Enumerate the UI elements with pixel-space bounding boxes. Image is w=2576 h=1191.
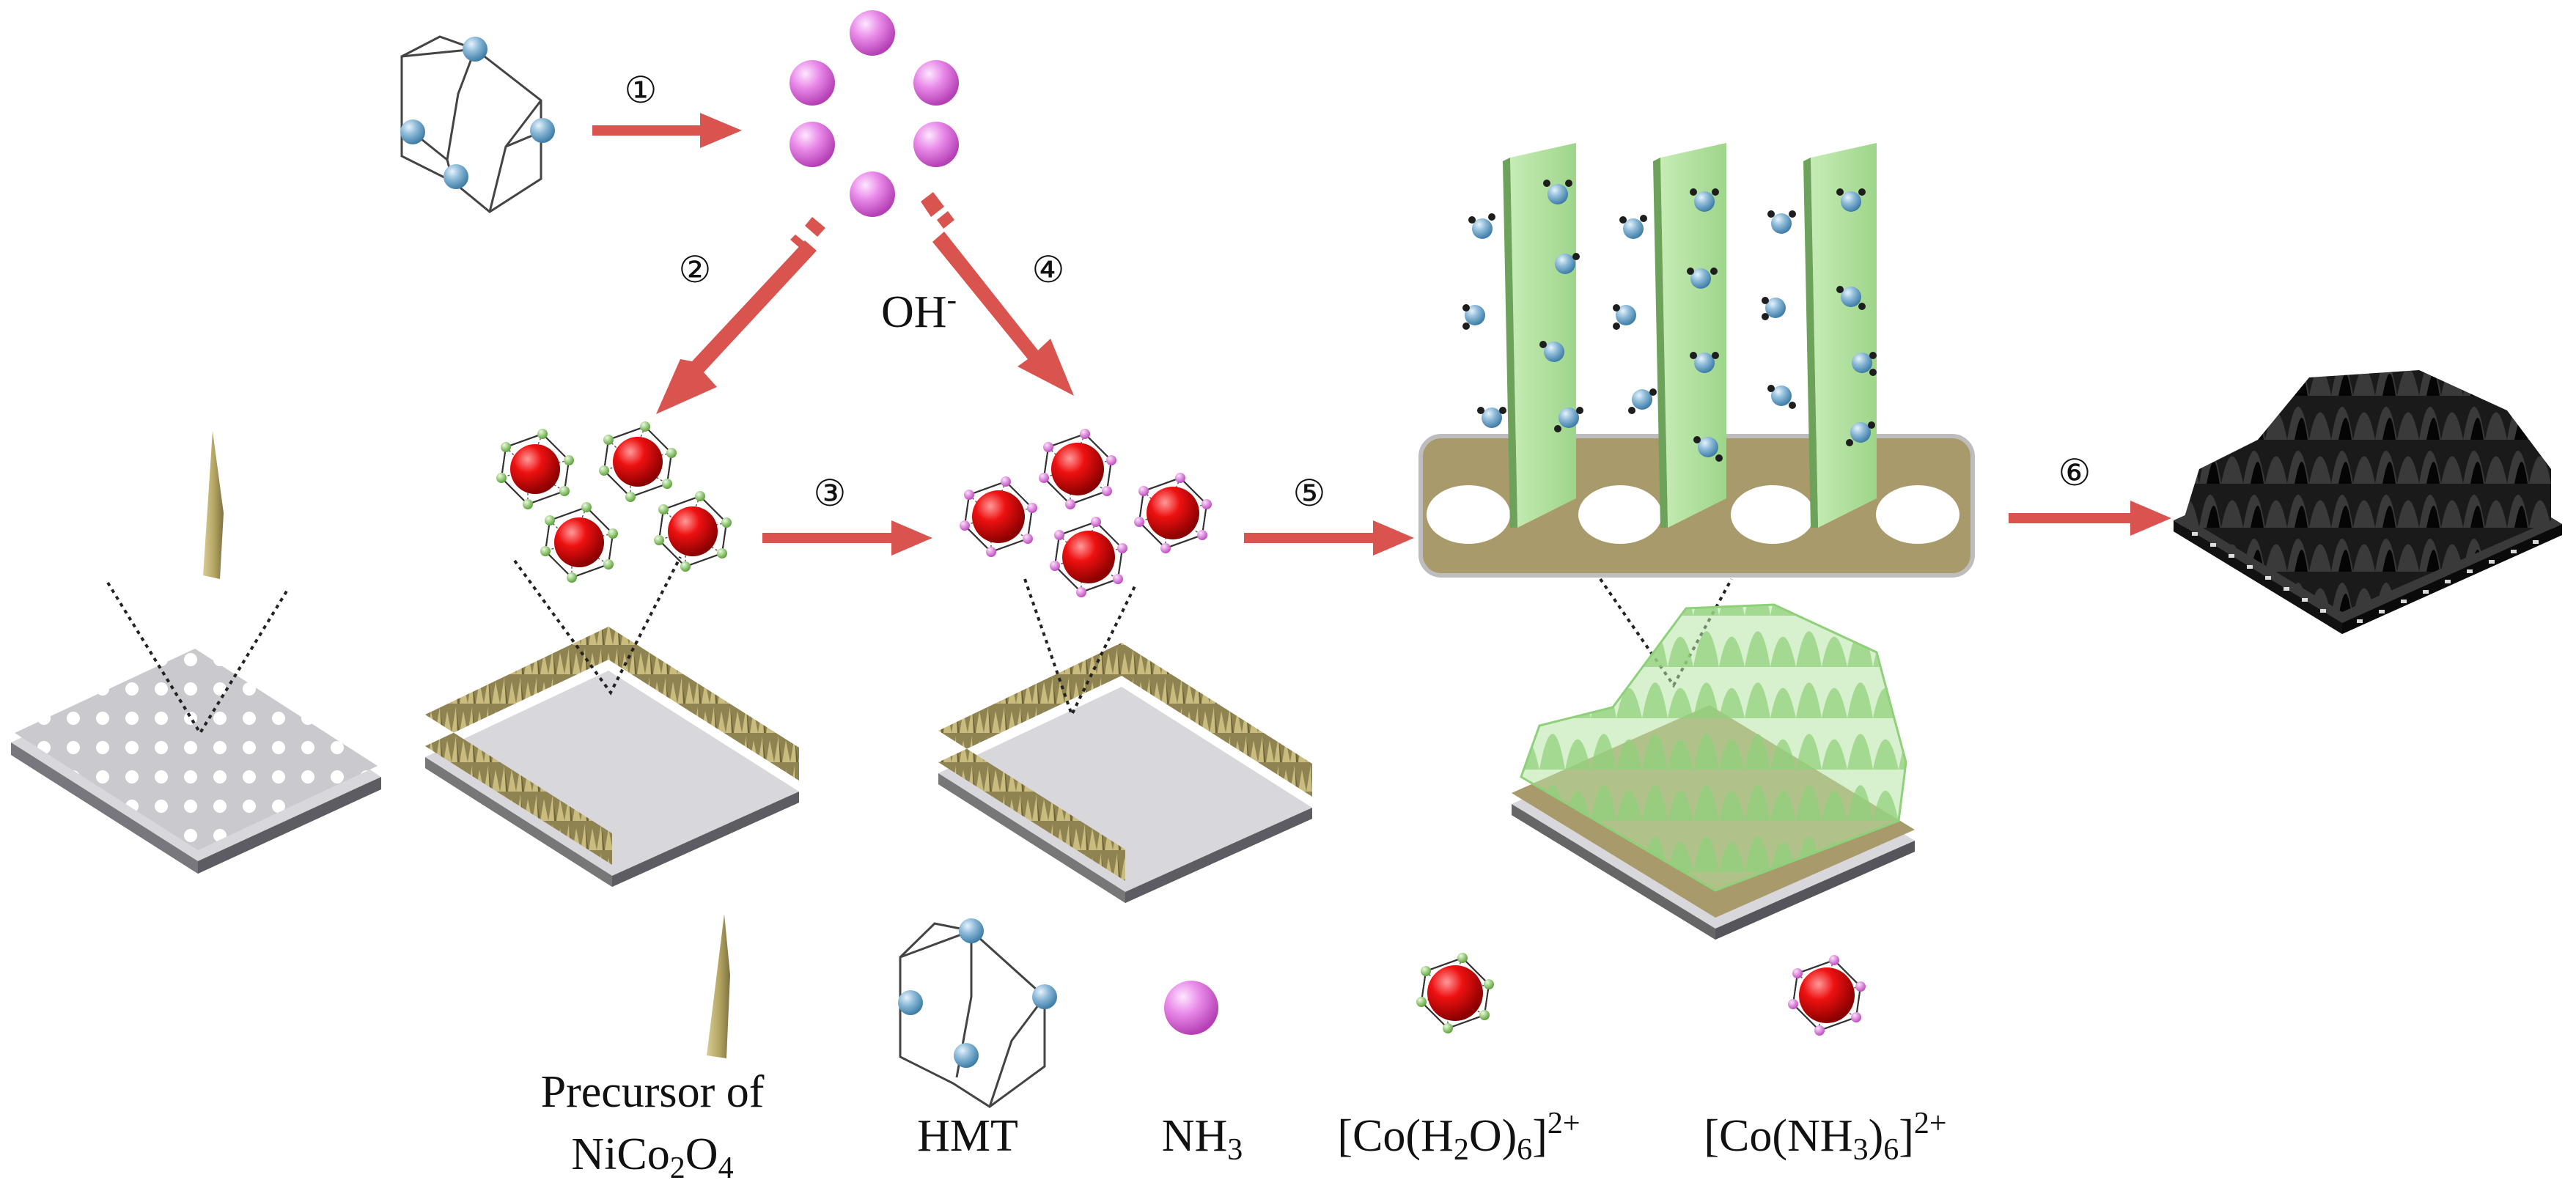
legend-precursor-line2: NiCo2O4 (571, 1129, 733, 1185)
zoom-lines-aqua (513, 556, 682, 696)
step-1-label: ① (625, 69, 658, 111)
step-2-label: ② (679, 248, 712, 291)
step-3-label: ③ (814, 472, 847, 515)
legend-precursor-part-c: O (685, 1129, 718, 1179)
arrow-step-1 (592, 113, 742, 148)
legend-needle-icon (707, 914, 730, 1058)
legend-ammine-part-e: ] (1899, 1111, 1914, 1161)
precursor-array-substrate-2 (938, 643, 1312, 903)
legend-nh3-part-a: NH (1162, 1111, 1228, 1161)
nh3-cluster-top (790, 10, 959, 217)
zoom-lines-left (106, 581, 289, 736)
arrow-step-3 (762, 520, 932, 556)
legend-aqua-complex-icon (1416, 953, 1494, 1033)
legend-aqua-complex-label: [Co(H2O)6]2+ (1337, 1107, 1580, 1167)
co-aqua-complex-cluster (496, 421, 732, 583)
co-ammine-complex-cluster (960, 429, 1212, 597)
nanosheet-wall-2 (1653, 143, 1726, 528)
legend-ammine-sub-d: 6 (1883, 1133, 1899, 1167)
arrow-step-2 (656, 217, 825, 414)
legend-precursor-line1: Precursor of (541, 1067, 765, 1117)
arrow-step-6 (2009, 501, 2171, 536)
arrow-step-5 (1244, 520, 1414, 556)
legend-ammine-part-c: ) (1869, 1111, 1884, 1161)
adsorbed-ammonia-molecules (1462, 180, 1877, 462)
nanosheet-array-substrate (1512, 603, 1915, 940)
step-6-label: ⑥ (2058, 451, 2091, 494)
arrow-step-4 (921, 192, 1074, 396)
legend-precursor-sub-a: 2 (670, 1151, 685, 1185)
legend-hmt-label: HMT (917, 1111, 1018, 1161)
legend-aqua-part-c: O) (1469, 1111, 1517, 1161)
legend-aqua-part-a: [Co(H (1337, 1111, 1453, 1161)
legend-ammine-part-a: [Co(NH (1704, 1111, 1852, 1161)
legend-aqua-sub-b: 2 (1454, 1133, 1469, 1167)
hmt-molecule-top (400, 35, 555, 213)
needle-precursor-floating (203, 431, 224, 579)
legend-hmt-icon (898, 918, 1057, 1108)
legend-nh3-sub: 3 (1227, 1133, 1243, 1167)
precursor-array-substrate-1 (425, 627, 799, 887)
legend-ammine-complex-label: [Co(NH3)6]2+ (1704, 1107, 1946, 1167)
step-4-label: ④ (1032, 248, 1065, 291)
hydroxide-formula: OH (881, 287, 947, 337)
legend-aqua-sub-d: 6 (1517, 1133, 1532, 1167)
legend-ammine-sup-f: 2+ (1914, 1107, 1947, 1140)
legend-ammine-sub-b: 3 (1853, 1133, 1869, 1167)
nickel-foam-substrate (11, 649, 381, 874)
nico2o4-product-array (2174, 370, 2562, 634)
hydroxide-label: OH- (881, 283, 957, 337)
legend: Precursor of NiCo2O4 HMT NH3 [Co(H2O)6]2… (541, 914, 1947, 1185)
hydroxide-charge: - (947, 283, 957, 316)
legend-aqua-sup-f: 2+ (1548, 1107, 1580, 1140)
legend-precursor-part-a: NiCo (571, 1129, 669, 1179)
legend-precursor-sub-c: 4 (718, 1151, 734, 1185)
legend-ammine-complex-icon (1788, 955, 1866, 1036)
legend-nh3-label: NH3 (1162, 1111, 1243, 1167)
nanosheet-wall-3 (1803, 143, 1877, 528)
legend-aqua-part-e: ] (1532, 1111, 1548, 1161)
step-5-label: ⑤ (1293, 472, 1326, 515)
legend-nh3-icon (1164, 981, 1218, 1035)
